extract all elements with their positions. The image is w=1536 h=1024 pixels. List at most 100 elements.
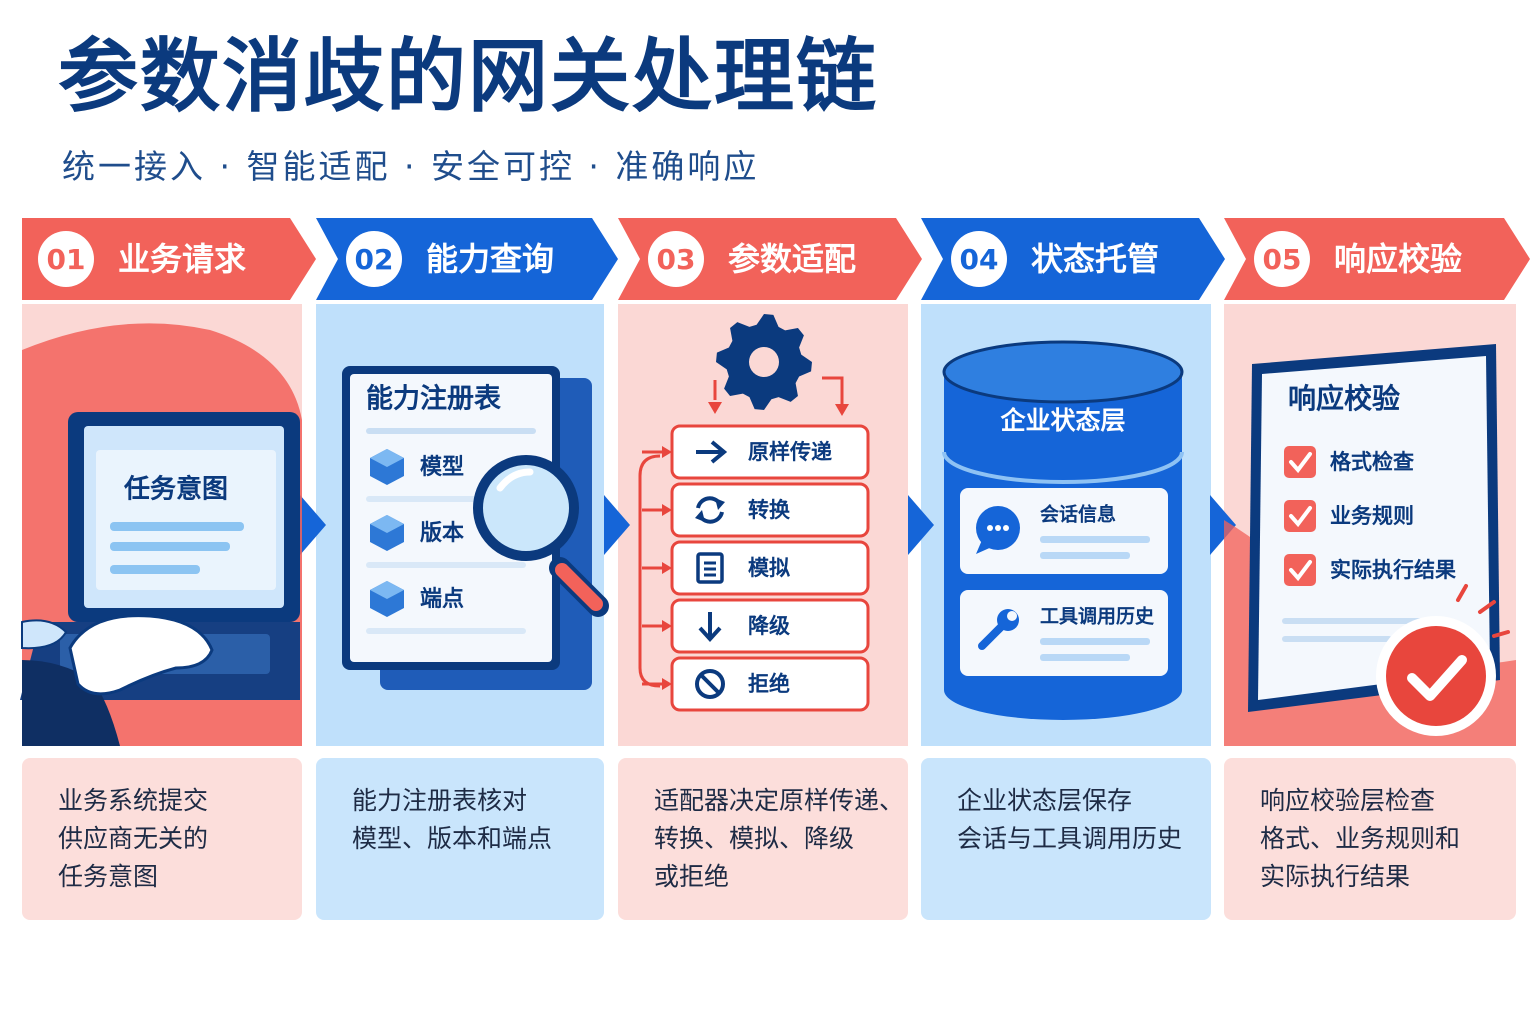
- step-caption-01: 业务系统提交 供应商无关的 任务意图: [58, 786, 209, 891]
- step-label-05: 响应校验: [1334, 240, 1463, 278]
- option-label: 拒绝: [748, 672, 790, 696]
- check-circle-mark: [1407, 655, 1467, 701]
- step-label-01: 业务请求: [118, 240, 247, 278]
- registry-title: 能力注册表: [366, 383, 501, 415]
- check-mark: [1289, 560, 1312, 582]
- arrow-head: [835, 404, 849, 416]
- database-top-rim: [942, 340, 1184, 404]
- check-label: 实际执行结果: [1330, 558, 1456, 582]
- caption-box: [1224, 758, 1516, 920]
- text-line: [366, 562, 526, 568]
- option-label: 模拟: [748, 556, 790, 580]
- text-line: [1040, 536, 1150, 543]
- wrench-head: [997, 609, 1019, 631]
- flow-arrow-icon: [604, 495, 630, 555]
- step-caption-04: 企业状态层保存 会话与工具调用历史: [957, 786, 1183, 853]
- page-title: 参数消歧的网关处理链: [58, 30, 878, 123]
- chat-tail: [976, 540, 994, 554]
- branch-arrow: [662, 620, 672, 632]
- text-line: [110, 542, 230, 551]
- step-number-04: 04: [951, 231, 1007, 287]
- arrow-right-icon: [696, 440, 728, 464]
- spark-line: [1492, 630, 1510, 638]
- text-line: [366, 628, 526, 634]
- cube-top: [370, 449, 404, 467]
- chat-dot: [987, 525, 993, 531]
- forbidden-icon: [695, 669, 725, 699]
- magnifier-handle: [555, 563, 603, 611]
- registry-item: 模型: [420, 455, 464, 480]
- checkbox-icon: [1284, 500, 1316, 532]
- arrow-down-icon: [698, 612, 722, 642]
- text-line: [1040, 654, 1130, 661]
- check-mark: [1289, 506, 1312, 528]
- cube-top: [370, 515, 404, 533]
- validation-title: 响应校验: [1288, 382, 1400, 415]
- cube-top: [370, 581, 404, 599]
- text-line: [1040, 638, 1150, 645]
- left-hand: [21, 619, 68, 650]
- checkbox-icon: [1284, 446, 1316, 478]
- hand-icon: [68, 614, 214, 696]
- sleeve: [22, 660, 120, 746]
- step-number-02: 02: [346, 231, 402, 287]
- text-line: [110, 522, 244, 531]
- step-label-02: 能力查询: [426, 240, 555, 278]
- lens-highlight: [496, 468, 534, 492]
- step-caption-03: 适配器决定原样传递、 转换、模拟、降级 或拒绝: [654, 786, 905, 891]
- caption-box: [22, 758, 302, 920]
- branch-arrow: [662, 446, 672, 458]
- arrow-line: [822, 376, 844, 404]
- option-label: 降级: [748, 614, 790, 638]
- option-label: 转换: [748, 498, 791, 522]
- screen-title: 任务意图: [123, 474, 228, 505]
- step-caption-02: 能力注册表核对 模型、版本和端点: [352, 786, 553, 853]
- step-header-01: [22, 218, 316, 300]
- database-ring: [942, 451, 1184, 484]
- page-subtitle: 统一接入 · 智能适配 · 安全可控 · 准确响应: [62, 147, 760, 186]
- spark-line: [1456, 584, 1468, 602]
- branch-arrow: [662, 504, 672, 516]
- refresh-icon: [695, 496, 725, 524]
- caption-box: [316, 758, 604, 920]
- flow-arrow-icon: [1210, 495, 1236, 555]
- chat-dot: [1003, 525, 1009, 531]
- arrow-head: [708, 402, 722, 414]
- database-title: 企业状态层: [1000, 406, 1125, 435]
- branch-arrow: [662, 562, 672, 574]
- step-number-03: 03: [648, 231, 704, 287]
- caption-box: [618, 758, 908, 920]
- illustration-01: 任务意图: [20, 323, 302, 746]
- step-caption-05: 响应校验层检查 格式、业务规则和 实际执行结果: [1260, 786, 1461, 891]
- step-label-03: 参数适配: [728, 240, 857, 278]
- step-label-04: 状态托管: [1031, 240, 1160, 278]
- caption-box: [921, 758, 1211, 920]
- check-label: 业务规则: [1330, 504, 1414, 528]
- option-label: 原样传递: [748, 440, 832, 464]
- step-number-01: 01: [38, 231, 94, 287]
- record-label: 会话信息: [1040, 503, 1116, 526]
- chat-dot: [995, 525, 1001, 531]
- registry-item: 端点: [420, 586, 464, 612]
- check-label: 格式检查: [1330, 450, 1414, 474]
- check-mark: [1289, 452, 1312, 474]
- check-circle-icon: [1386, 626, 1486, 726]
- step-number-05: 05: [1254, 231, 1310, 287]
- record-label: 工具调用历史: [1040, 606, 1155, 628]
- text-line: [1282, 618, 1422, 624]
- flow-arrow-icon: [908, 495, 934, 555]
- document-icon: [696, 552, 724, 584]
- spark-line: [1478, 600, 1496, 614]
- text-line: [1040, 552, 1130, 559]
- database-top: [944, 342, 1182, 402]
- text-line: [110, 565, 200, 574]
- validation-card: [1258, 356, 1490, 700]
- registry-item: 版本: [420, 521, 464, 546]
- flow-arrow-icon: [300, 495, 326, 555]
- checkbox-icon: [1284, 554, 1316, 586]
